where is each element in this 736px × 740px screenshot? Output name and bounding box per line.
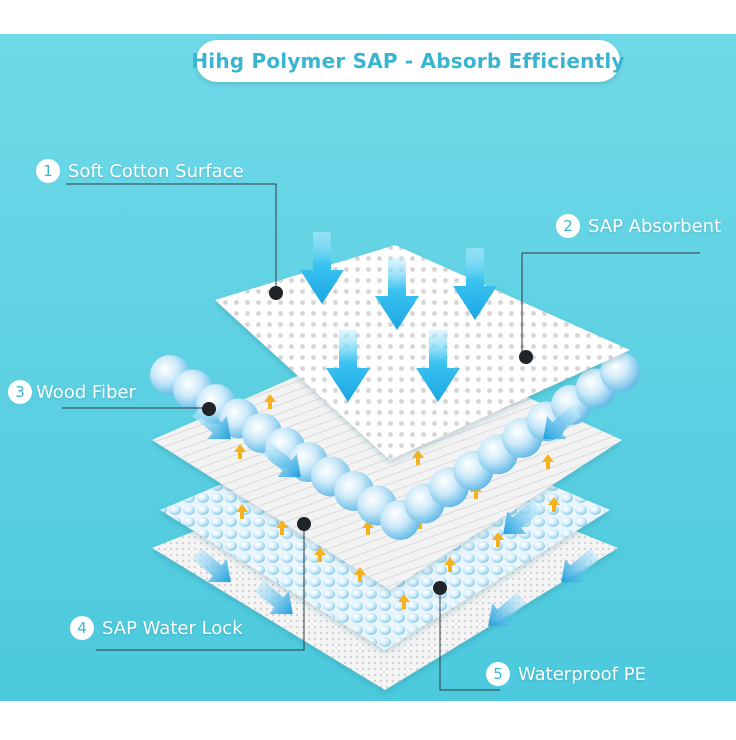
side-arrow-left bbox=[254, 580, 293, 615]
down-arrows-group bbox=[300, 232, 497, 402]
side-arrow-left-shape bbox=[254, 580, 293, 615]
up-arrow bbox=[264, 394, 276, 409]
side-arrow-left bbox=[192, 405, 231, 440]
callout-line-4 bbox=[96, 524, 305, 651]
side-arrow-right-shape bbox=[543, 405, 582, 440]
side-arrow-right-shape bbox=[561, 548, 600, 583]
side-arrow-left-shape bbox=[262, 443, 301, 478]
layer-name-5: Waterproof PE bbox=[518, 663, 646, 685]
layer-label-1: 1 Soft Cotton Surface bbox=[36, 159, 244, 183]
down-arrow bbox=[326, 330, 370, 402]
down-arrow bbox=[300, 232, 344, 304]
side-arrow-left bbox=[192, 548, 231, 583]
layer-label-5: 5 Waterproof PE bbox=[486, 662, 646, 686]
side-arrow-left bbox=[262, 443, 301, 478]
side-arrow-right-shape bbox=[488, 592, 527, 627]
callout-line-2 bbox=[521, 252, 700, 357]
down-arrow bbox=[416, 330, 460, 402]
callout-dots bbox=[202, 286, 533, 595]
up-arrow bbox=[234, 444, 246, 459]
sap-bead bbox=[600, 352, 640, 392]
title-banner: Hihg Polymer SAP - Absorb Efficiently bbox=[191, 40, 624, 82]
layer-number-4: 4 bbox=[70, 616, 94, 640]
up-arrow bbox=[492, 532, 504, 547]
up-arrow bbox=[470, 484, 482, 499]
up-arrow bbox=[314, 547, 326, 562]
side-arrow-right bbox=[503, 500, 542, 535]
side-arrows-group bbox=[192, 405, 600, 627]
up-arrow bbox=[444, 557, 456, 572]
layer-number-2: 2 bbox=[556, 214, 580, 238]
layer-label-3: 3 Wood Fiber bbox=[8, 380, 136, 404]
callout-lines bbox=[62, 183, 700, 691]
callout-dot-4 bbox=[297, 517, 311, 531]
side-arrow-right bbox=[488, 592, 527, 627]
layer-number-5: 5 bbox=[486, 662, 510, 686]
callout-dot-3 bbox=[202, 402, 216, 416]
side-arrow-right-shape bbox=[503, 500, 542, 535]
side-arrow-right bbox=[543, 405, 582, 440]
down-arrow bbox=[453, 248, 497, 320]
up-arrow bbox=[362, 520, 374, 535]
down-arrow bbox=[375, 258, 419, 330]
layer-number-3: 3 bbox=[8, 380, 32, 404]
up-arrow bbox=[412, 450, 424, 465]
layer-name-2: SAP Absorbent bbox=[588, 215, 722, 237]
callout-dot-5 bbox=[433, 581, 447, 595]
background-bottom-band bbox=[0, 701, 736, 736]
title-text: Hihg Polymer SAP - Absorb Efficiently bbox=[191, 49, 625, 73]
callout-dot-1 bbox=[269, 286, 283, 300]
layer-number-1: 1 bbox=[36, 159, 60, 183]
layer-label-2: 2 SAP Absorbent bbox=[556, 214, 721, 238]
up-arrow bbox=[354, 567, 366, 582]
up-arrow bbox=[548, 497, 560, 512]
callout-dot-2 bbox=[519, 350, 533, 364]
side-arrow-left-shape bbox=[192, 548, 231, 583]
up-arrow bbox=[276, 520, 288, 535]
up-arrow bbox=[542, 454, 554, 469]
layer-name-4: SAP Water Lock bbox=[102, 617, 243, 639]
side-arrow-left-shape bbox=[192, 405, 231, 440]
callout-line-1 bbox=[66, 183, 277, 293]
callout-line-5 bbox=[439, 588, 500, 691]
background-top-band bbox=[0, 0, 736, 34]
up-arrow bbox=[398, 594, 410, 609]
layer-name-1: Soft Cotton Surface bbox=[68, 160, 244, 182]
layer-name-3: Wood Fiber bbox=[36, 381, 136, 403]
layer-label-4: 4 SAP Water Lock bbox=[70, 616, 243, 640]
side-arrow-right bbox=[561, 548, 600, 583]
layer-sap-absorbent bbox=[150, 352, 640, 540]
up-arrow bbox=[236, 504, 248, 519]
